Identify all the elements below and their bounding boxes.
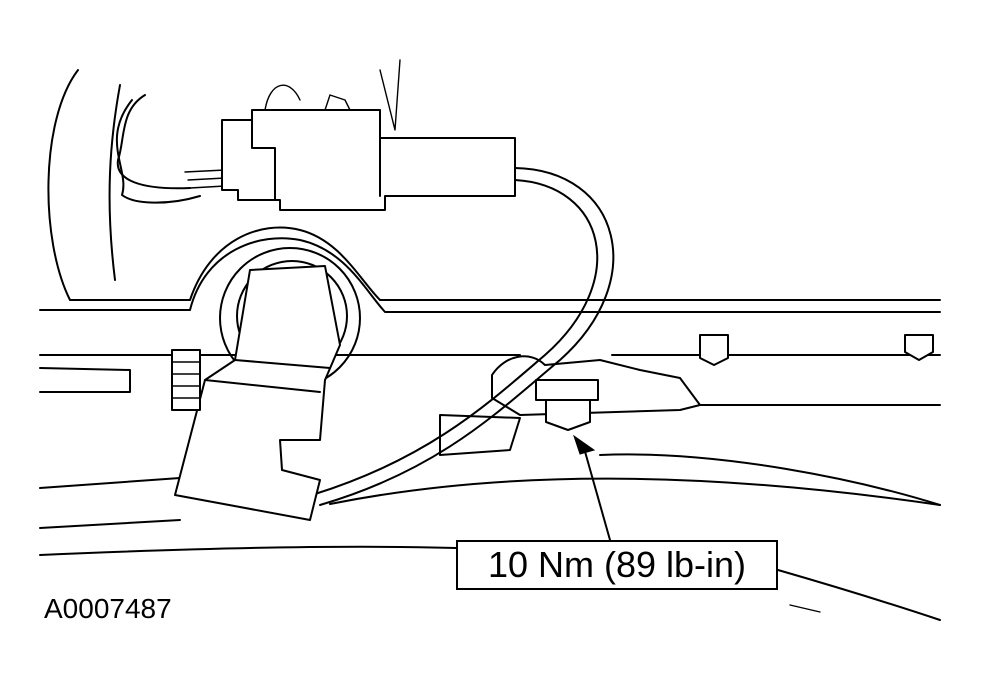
housing-outline bbox=[47, 69, 941, 301]
sensor-cable bbox=[319, 167, 615, 506]
torque-bolt bbox=[535, 379, 599, 431]
floor-line-4 bbox=[39, 545, 457, 556]
engine-block-edge bbox=[108, 84, 121, 281]
clip-wedge bbox=[439, 414, 521, 456]
connector-seam bbox=[251, 119, 381, 201]
leader-line bbox=[583, 447, 611, 541]
floor-line-1 bbox=[39, 477, 181, 489]
floor-line-6 bbox=[789, 604, 821, 613]
stud-right bbox=[904, 334, 934, 361]
floor-line-2 bbox=[39, 519, 181, 529]
lower-rail-2 bbox=[39, 367, 131, 393]
wire-harness bbox=[116, 94, 191, 190]
wire-strands bbox=[184, 169, 226, 189]
floor-line-3 bbox=[329, 477, 941, 506]
floor-curve bbox=[599, 453, 941, 506]
bracket-edge bbox=[204, 359, 331, 393]
leader-arrowhead bbox=[573, 434, 596, 455]
upper-curve bbox=[379, 59, 401, 131]
stud-mid bbox=[699, 334, 729, 366]
wire-harness-2 bbox=[115, 99, 201, 204]
figure-id: A0007487 bbox=[44, 593, 172, 624]
floor-line-5 bbox=[777, 569, 941, 621]
connector-body bbox=[221, 109, 516, 211]
clip-bracket bbox=[491, 355, 701, 416]
connector-top-wire bbox=[264, 84, 301, 111]
housing-rim bbox=[39, 237, 941, 313]
stud-left bbox=[171, 349, 201, 411]
torque-callout: 10 Nm (89 lb-in) bbox=[456, 540, 778, 590]
sensor-cable-2 bbox=[314, 179, 599, 495]
connector-top-wire-2 bbox=[324, 94, 351, 111]
